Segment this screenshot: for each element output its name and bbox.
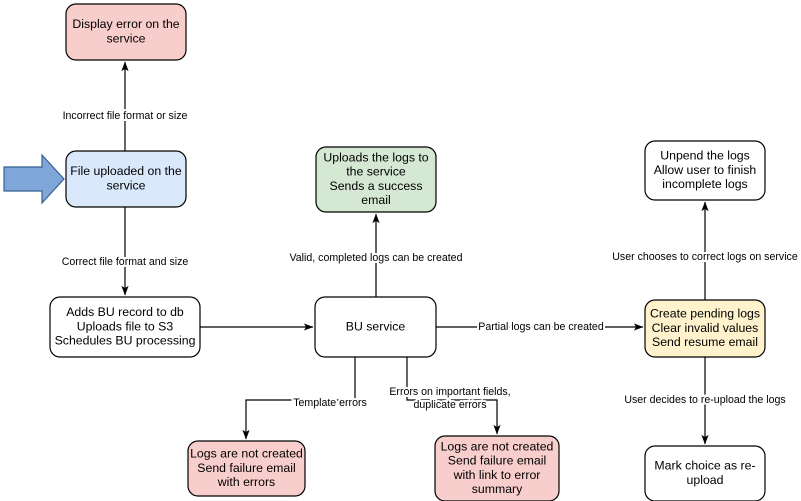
logs-not-created-with-errors-node-shape [187,440,306,497]
uploads-logs-success-node-shape [315,146,437,213]
display-error-node-text: service [107,31,146,45]
edge-template-errors [242,357,356,440]
logs-not-created-with-summary-node-shape [434,435,560,501]
edge-user-corrects-logs-label: User chooses to correct logs on service [612,251,798,263]
logs-not-created-with-summary-node-text: summary [472,482,523,496]
bu-service-node-shape [314,296,437,358]
mark-choice-reupload-node-text: upload [687,473,724,487]
unpend-logs-node-text: Allow user to finish [654,163,757,177]
logs-not-created-with-summary-node-text: Send failure email [448,454,546,468]
mark-choice-reupload-node[interactable]: Mark choice as re-upload [644,445,766,501]
file-uploaded-node-text: service [107,178,146,192]
edge-template-errors-label: Template errors [293,397,367,409]
file-uploaded-node-shape [65,150,187,208]
mark-choice-reupload-node-text: Mark choice as re- [654,459,755,473]
logs-not-created-with-summary-node-text: Logs are not created [441,439,554,453]
input-block-arrow [3,153,65,205]
adds-bu-record-node-text: Uploads file to S3 [77,319,174,333]
bu-service-node[interactable]: BU service [314,296,437,358]
uploads-logs-success-node-text: email [361,193,390,207]
unpend-logs-node-text: incomplete logs [662,177,747,191]
edge-important-field-errors [406,357,501,435]
display-error-node-shape [65,3,187,61]
uploads-logs-success-node-text: Sends a success [330,179,423,193]
edge-important-field-errors-label: duplicate errors [413,399,486,411]
logs-not-created-with-errors-node-text: Logs are not created [190,447,303,461]
logs-not-created-with-errors-node-text: with errors [217,475,275,489]
edge-important-field-errors-label: Errors on important fields, [389,386,510,398]
adds-bu-record-node-text: Schedules BU processing [55,333,196,347]
uploads-logs-success-node-text: Uploads the logs to [323,150,428,164]
unpend-logs-node-text: Unpend the logs [660,149,750,163]
unpend-logs-node-shape [644,140,766,201]
adds-bu-record-node-shape [49,296,201,358]
edge-valid-completed-logs-label: Valid, completed logs can be created [290,252,463,264]
create-pending-logs-node-text: Create pending logs [650,307,760,321]
create-pending-logs-node-text: Clear invalid values [652,321,759,335]
mark-choice-reupload-node-shape [644,445,766,501]
uploads-logs-success-node-text: the service [346,165,406,179]
edge-incorrect-file-format-label: Incorrect file format or size [63,110,188,122]
file-uploaded-node-text: File uploaded on the [70,164,182,178]
edge-partial-logs-label: Partial logs can be created [478,321,604,333]
create-pending-logs-node-text: Send resume email [652,335,758,349]
edge-user-reuploads-logs-label: User decides to re-upload the logs [624,394,785,406]
logs-not-created-with-summary-node-text: with link to error [453,468,541,482]
logs-not-created-with-errors-node-text: Send failure email [197,461,295,475]
block-arrow-layer [3,153,65,205]
display-error-node-text: Display error on the [72,17,179,31]
create-pending-logs-node-shape [644,299,766,358]
bu-service-node-text: BU service [346,319,406,333]
adds-bu-record-node-text: Adds BU record to db [66,305,184,319]
edge-correct-file-format-label: Correct file format and size [62,256,189,268]
